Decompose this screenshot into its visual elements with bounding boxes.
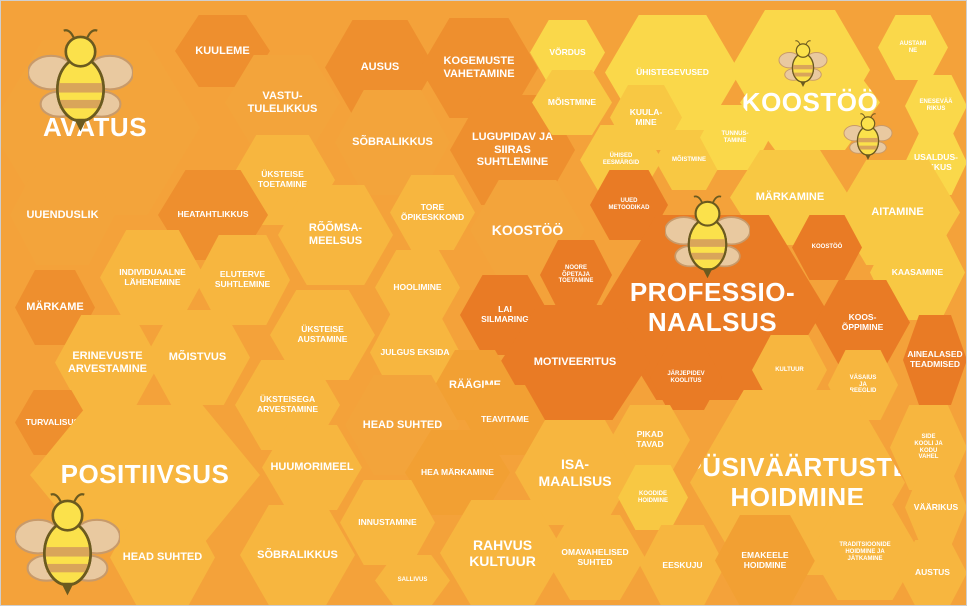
hexagon-label: KOGEMUSTE VAHETAMINE (443, 55, 515, 80)
hexagon-label: TURVALISUS (25, 416, 80, 427)
hexagon-label: KUULEME (195, 44, 250, 57)
word-hexagon: UUENDUSLIK (10, 165, 115, 265)
hexagon-label: ÜKSTEISE TOETAMINE (257, 169, 308, 189)
hexagon-label: EESKUJU (662, 559, 703, 570)
bee-icon (13, 490, 122, 600)
hexagon-label: ELUTERVE SUHTLEMINE (214, 269, 271, 289)
hexagon-label: ENESEVÄÄ RIKUS (919, 99, 953, 112)
hexagon-label: USALDUS- LIKKUS (914, 151, 958, 172)
hexagon-label: MÕISTMINE (547, 96, 597, 107)
bee-icon (26, 26, 135, 136)
hexagon-label: UUENDUSLIK (26, 208, 99, 221)
word-hexagon: AINEALASED TEADMISED (903, 315, 967, 405)
hexagon-label: TRADITSIOONIDE HOIDMINE JA JÄTKAMINE (839, 542, 891, 562)
hexagon-label: KAASAMINE (891, 266, 944, 277)
hexagon-label: SALLIVUS (397, 577, 428, 584)
hexagon-label: VÕRDUS (549, 46, 586, 57)
hexagon-label: KOOSTÖÖ (811, 244, 843, 251)
hexagon-label: VÄÄRIKUS (913, 501, 959, 512)
hexagon-label: INDIVIDUAALNE LÄHENEMINE (119, 266, 186, 287)
bee-icon (664, 195, 751, 280)
hexagon-label: UUED METOODIKAD (608, 198, 650, 211)
word-hexagon: KOOSTÖÖ (792, 215, 862, 280)
hexagon-label: LAI SILMARING (481, 304, 529, 324)
hexagon-label: VASTU- TULELIKKUS (247, 89, 318, 115)
hexagon-label: ERINEVUSTE ARVESTAMINE (67, 349, 148, 375)
word-hexagon: ENESEVÄÄ RIKUS (905, 75, 967, 137)
hexagon-label: PÜSIVÄÄRTUSTE HOIDMINE (684, 451, 911, 512)
hexagon-label: HOOLIMINE (393, 281, 442, 292)
hexagon-label: VÄSAIUS JA REEGLID (849, 374, 877, 395)
hexagon-label: HEAD SUHTED (122, 551, 203, 564)
hexagon-label: RAHVUS KULTUUR (469, 536, 536, 569)
hexagon-label: JÄRJEPIDEV KOOLITUS (667, 370, 705, 384)
bee-icon (778, 40, 828, 88)
word-hexagon: SALLIVUS (375, 555, 450, 606)
bee-icon (843, 113, 893, 161)
word-hexagon: JÄRJEPIDEV KOOLITUS (650, 345, 722, 410)
hexagon-label: TORE ÕPIKESKKOND (400, 201, 465, 222)
hexagon-label: AUSTAMI NE (899, 40, 927, 54)
hexagon-label: MÄRKAME (26, 301, 84, 314)
hexagon-label: KOOS- ÕPPIMINE (841, 311, 884, 332)
hexagon-label: SÕBRALIKKUS (257, 548, 338, 561)
hexagon-label: AITAMINE (871, 206, 924, 219)
word-hexagon: AUSTUS (898, 540, 967, 606)
word-hexagon: INNUSTAMINE (340, 480, 435, 565)
hexagon-label: PIKAD TAVAD (636, 429, 664, 449)
hexagon-label: HEA MÄRKAMINE (421, 466, 494, 477)
hexagon-label: HUUMORIMEEL (270, 461, 354, 474)
hexagon-label: HEATAHTLIKKUS (177, 209, 249, 220)
word-hexagon: EESKUJU (640, 525, 725, 606)
hexagon-label: HEAD SUHTED (362, 418, 443, 431)
hexagon-label: KOODIDE HOIDMINE (638, 490, 668, 504)
hexagon-label: OMAVAHELISED SUHTED (561, 546, 629, 567)
hexagon-label: POSITIIVSUS (60, 459, 230, 490)
hexagon-label: ISA- MAALISUS (538, 456, 612, 489)
word-hexagon: KOODIDE HOIDMINE (618, 465, 688, 530)
hexagon-label: ÜHISED EESMÄRGID (602, 153, 640, 166)
hexagon-label: INNUSTAMINE (358, 516, 417, 527)
word-hexagon: OMAVAHELISED SUHTED (545, 515, 645, 600)
word-hexagon: VÄSAIUS JA REEGLID (828, 350, 898, 420)
hexagon-label: JULGUS EKSIDA (380, 346, 450, 357)
hexagon-label: KOOSTÖÖ (741, 86, 879, 117)
hexagon-label: KOOSTÖÖ (491, 221, 564, 238)
hexagon-label: ÜKSTEISEGA ARVESTAMINE (256, 394, 319, 414)
hexagon-label: KUULA- MINE (629, 106, 663, 127)
hexagon-label: RÕÕMSA- MEELSUS (308, 222, 363, 247)
hexagon-label: TUNNUS- TAMINE (721, 130, 749, 144)
hexagon-label: MÕISTVUS (168, 351, 227, 364)
hexagon-label: NOORE ÕPETAJA TOETAMINE (558, 264, 594, 285)
hexagon-label: AUSUS (360, 61, 400, 74)
hexagon-label: ÜKSTEISE AUSTAMINE (297, 324, 348, 344)
hexagon-label: ÜHISTEGEVUSED (636, 66, 709, 77)
hexagon-label: MOTIVEERITUS (533, 356, 617, 369)
hexagon-label: SÕBRALIKKUS (352, 136, 433, 149)
hexagon-label: EMAKEELE HOIDMINE (741, 549, 789, 570)
word-hexagon: MÕISTVUS (145, 310, 250, 405)
hexagon-label: KULTUUR (775, 366, 804, 373)
hexagon-label: MÕISTMINE (672, 156, 706, 163)
word-hexagon: SÕBRALIKKUS (240, 505, 355, 605)
word-hexagon: AUSTAMI NE (878, 15, 948, 80)
hexagon-label: PROFESSIO- NAALSUS (629, 276, 796, 337)
hexagon-label: LUGUPIDAV JA SIIRAS SUHTLEMINE (471, 131, 554, 169)
hexagon-label: AINEALASED TEADMISED (907, 349, 963, 369)
hexagon-label: AUSTUS (915, 567, 950, 578)
hexagon-label: SIDE KOOLI JA KODU VAHEL (914, 433, 943, 461)
hexagon-label: TEAVITAME (481, 414, 529, 425)
hexagon-label: MÄRKAMINE (755, 191, 825, 204)
word-hexagon: EMAKEELE HOIDMINE (715, 515, 815, 606)
